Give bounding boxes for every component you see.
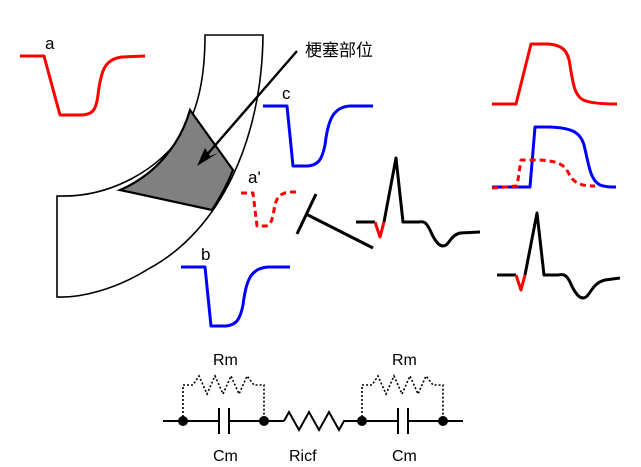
equivalent-circuit: Rm Cm Ricf Rm Cm <box>163 352 463 465</box>
waveform-c <box>263 104 373 168</box>
label-rm-right: Rm <box>392 352 417 369</box>
resistor-rm-right-dotted <box>361 374 444 421</box>
ecg-right-q-wave <box>514 274 527 292</box>
resistor-ricf <box>283 409 362 433</box>
waveform-right-red-dashed-ap <box>491 158 596 190</box>
ecg-middle-q-wave <box>373 221 386 239</box>
ecg-middle-qrs-st-t <box>382 156 481 248</box>
ecg-right-qrs-st-t <box>523 211 621 300</box>
arrow-head-icon <box>197 148 218 166</box>
resistor-rm-left-dotted <box>182 374 265 421</box>
infarct-site-label: 梗塞部位 <box>305 41 373 61</box>
label-cm-right: Cm <box>392 448 417 465</box>
waveform-a-prime <box>241 190 300 228</box>
ecg-middle <box>356 156 481 248</box>
infarct-arrow-shaft <box>204 50 298 158</box>
waveform-b <box>181 265 290 328</box>
waveform-a <box>20 54 146 117</box>
label-b: b <box>201 245 210 264</box>
label-ricf: Ricf <box>289 448 317 465</box>
label-a: a <box>45 34 55 53</box>
circuit-node <box>259 416 269 426</box>
infarct-region <box>116 107 235 212</box>
circuit-node <box>357 416 367 426</box>
circuit-node <box>438 416 448 426</box>
label-rm-left: Rm <box>213 352 238 369</box>
label-a-prime: a' <box>248 168 261 187</box>
electrode-wire <box>305 212 374 250</box>
ecg-right <box>497 211 621 300</box>
waveform-right-blue-ap <box>492 125 617 189</box>
label-c: c <box>282 84 291 103</box>
circuit-node <box>178 416 188 426</box>
label-cm-left: Cm <box>213 448 238 465</box>
waveform-right-red-ap <box>492 42 618 106</box>
